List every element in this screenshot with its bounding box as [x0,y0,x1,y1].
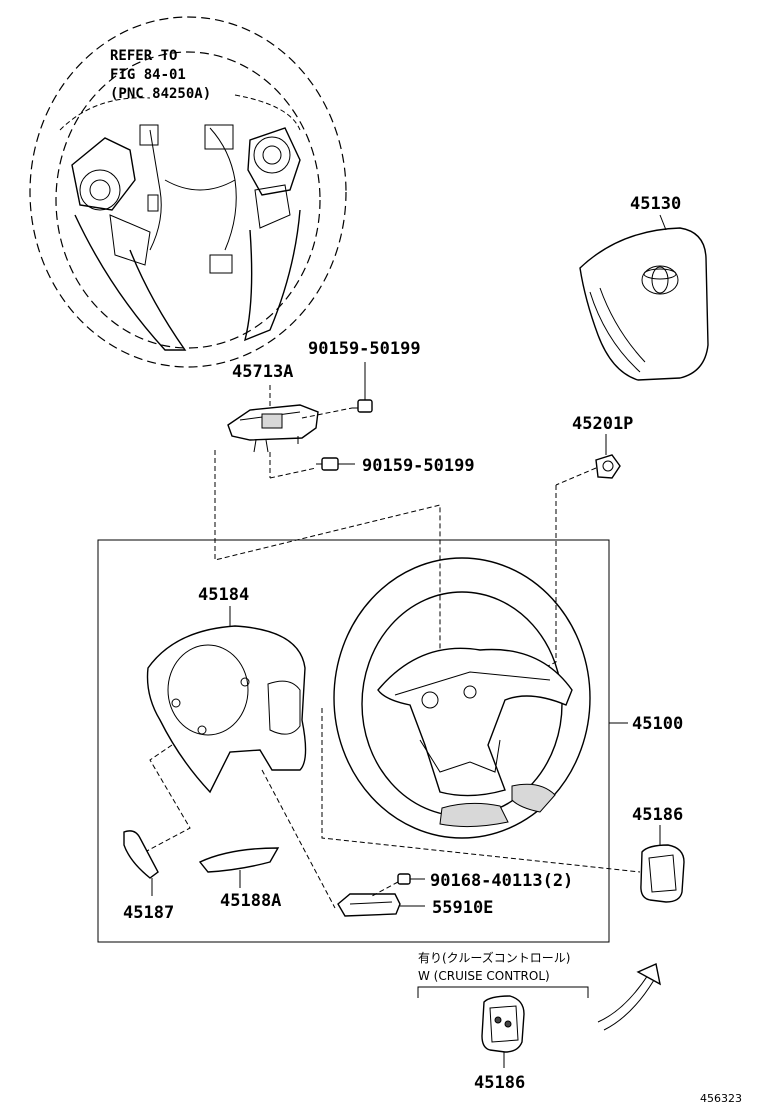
part-number-45201p[interactable]: 45201P [572,414,633,434]
part-number-90168[interactable]: 90168-40113(2) [430,871,573,891]
reference-line-1: REFER TO [110,48,177,64]
switch-55910e [337,893,425,917]
bolt-lower [269,452,355,479]
nut-45201p [555,434,621,486]
steering-wheel-45100 [333,557,591,839]
part-number-45130[interactable]: 45130 [630,194,681,214]
assembly-frame [97,539,610,943]
part-number-45713a[interactable]: 45713A [232,362,293,382]
figure-id: 456323 [700,1092,742,1105]
bolt-upper [301,362,373,419]
lower-cover-45184 [146,606,307,794]
steering-switch-45713a [227,385,319,453]
reference-steering-wheel-illustration [29,16,347,368]
trim-45188a [198,847,280,888]
part-number-55910e[interactable]: 55910E [432,898,493,918]
part-number-90159-upper[interactable]: 90159-50199 [308,339,421,359]
reference-line-3: (PNC 84250A) [110,86,211,102]
option-label-english: W (CRUISE CONTROL) [418,969,550,983]
arrow-to-option [597,963,661,1031]
leader-to-55910e [261,769,336,909]
leader-to-45186 [321,708,641,873]
leader-nut-to-wheel [539,485,557,671]
option-label-japanese: 有り(クルーズコントロール) [418,950,570,965]
paddle-45187 [123,830,159,896]
part-number-45100[interactable]: 45100 [632,714,683,734]
part-number-45186-right[interactable]: 45186 [632,805,683,825]
part-number-45186-cruise[interactable]: 45186 [474,1073,525,1093]
part-number-45187[interactable]: 45187 [123,903,174,923]
switch-cover-45186-right [640,825,685,903]
switch-cover-45186-cruise [481,995,525,1068]
part-number-45184[interactable]: 45184 [198,585,249,605]
airbag-pad-45130 [579,214,709,381]
screw-90168 [371,873,425,897]
part-number-45188a[interactable]: 45188A [220,891,281,911]
option-bracket [417,986,589,998]
part-number-90159-lower[interactable]: 90159-50199 [362,456,475,476]
leader-switch-to-wheel [214,450,441,680]
reference-line-2: FIG 84-01 [110,67,186,83]
leader-to-45187 [144,744,191,853]
